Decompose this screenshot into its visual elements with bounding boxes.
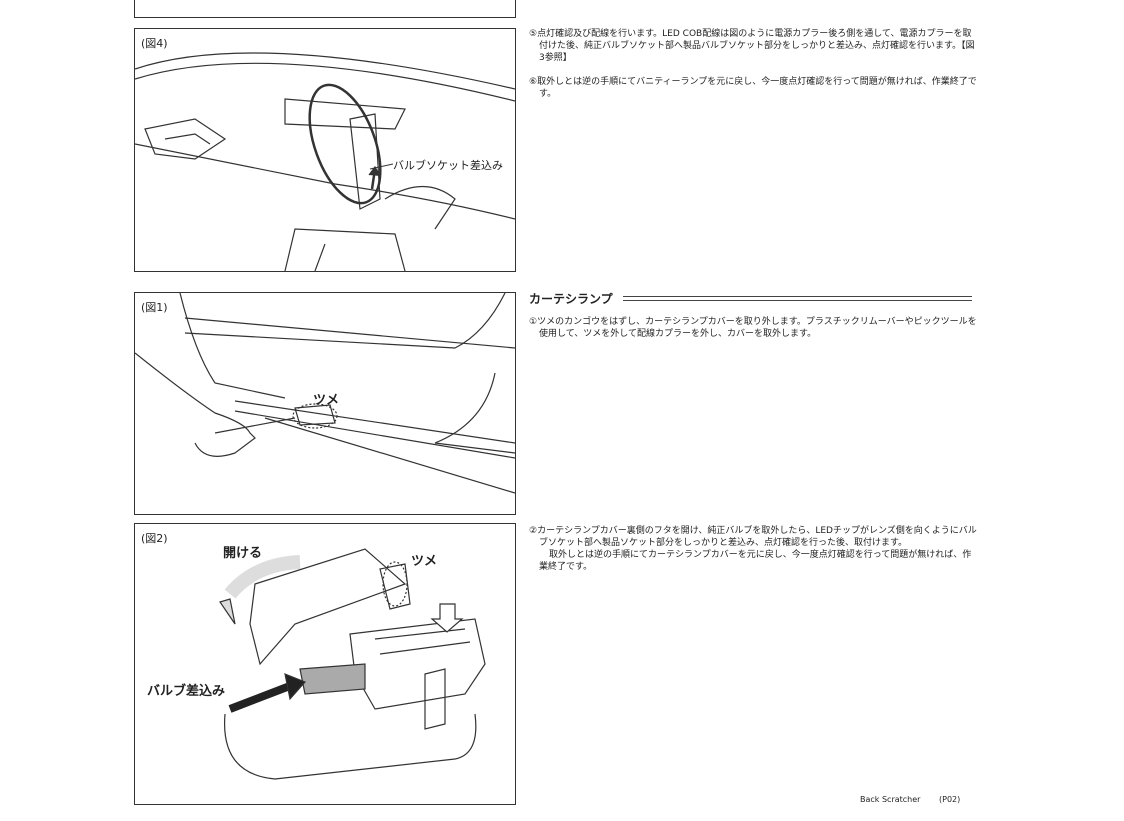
- figure-2: (図2) 開ける ツメ バルブ差込み: [134, 523, 516, 805]
- courtesy-lamp-door-illustration: [135, 293, 515, 494]
- figure-4: (図4) バルブソケット差込み: [134, 28, 516, 272]
- bulb-socket-callout: バルブソケット差込み: [393, 159, 503, 172]
- step-2: ②カーテシランプカバー裏側のフタを開け、純正バルブを取外したら、LEDチップがレ…: [529, 526, 977, 548]
- page-footer: Back Scratcher (P02): [860, 795, 960, 804]
- heading-rule: [622, 296, 972, 301]
- figure-label: (図2): [141, 532, 168, 545]
- step-1: ①ツメのカンゴウをはずし、カーテシランプカバーを取り外します。プラスチックリムー…: [529, 317, 977, 339]
- step-5: ⑤点灯確認及び配線を行います。LED COB配線は図のように電源カプラー後ろ側を…: [529, 29, 975, 63]
- vanity-instructions: ⑤点灯確認及び配線を行います。LED COB配線は図のように電源カプラー後ろ側を…: [529, 28, 979, 100]
- vanity-lamp-illustration: [135, 52, 515, 271]
- figure-1: (図1) ツメ: [134, 292, 516, 515]
- figure-label: (図4): [141, 37, 168, 50]
- bulb-insert-callout: バルブ差込み: [147, 684, 226, 699]
- previous-figure-box: [134, 0, 516, 18]
- brand-name: Back Scratcher: [860, 795, 921, 804]
- courtesy-lamp-heading: カーテシランプ: [529, 290, 972, 307]
- open-callout: 開ける: [223, 546, 263, 561]
- figure-label: (図1): [141, 301, 168, 314]
- step-2-removal: 取外しとは逆の手順にてカーテシランプカバーを元に戻し、今一度点灯確認を行って問題…: [539, 550, 972, 572]
- tab-callout: ツメ: [411, 554, 438, 569]
- courtesy-step-2: ②カーテシランプカバー裏側のフタを開け、純正バルブを取外したら、LEDチップがレ…: [529, 525, 979, 573]
- tab-callout: ツメ: [313, 393, 340, 408]
- page-number: (P02): [939, 795, 961, 804]
- section-title: カーテシランプ: [529, 292, 613, 306]
- step-6: ⑥取外しとは逆の手順にてバニティーランプを元に戻し、今一度点灯確認を行って問題が…: [529, 77, 977, 99]
- courtesy-step-1: ①ツメのカンゴウをはずし、カーテシランプカバーを取り外します。プラスチックリムー…: [529, 316, 979, 340]
- courtesy-lamp-cover-illustration: [219, 548, 486, 780]
